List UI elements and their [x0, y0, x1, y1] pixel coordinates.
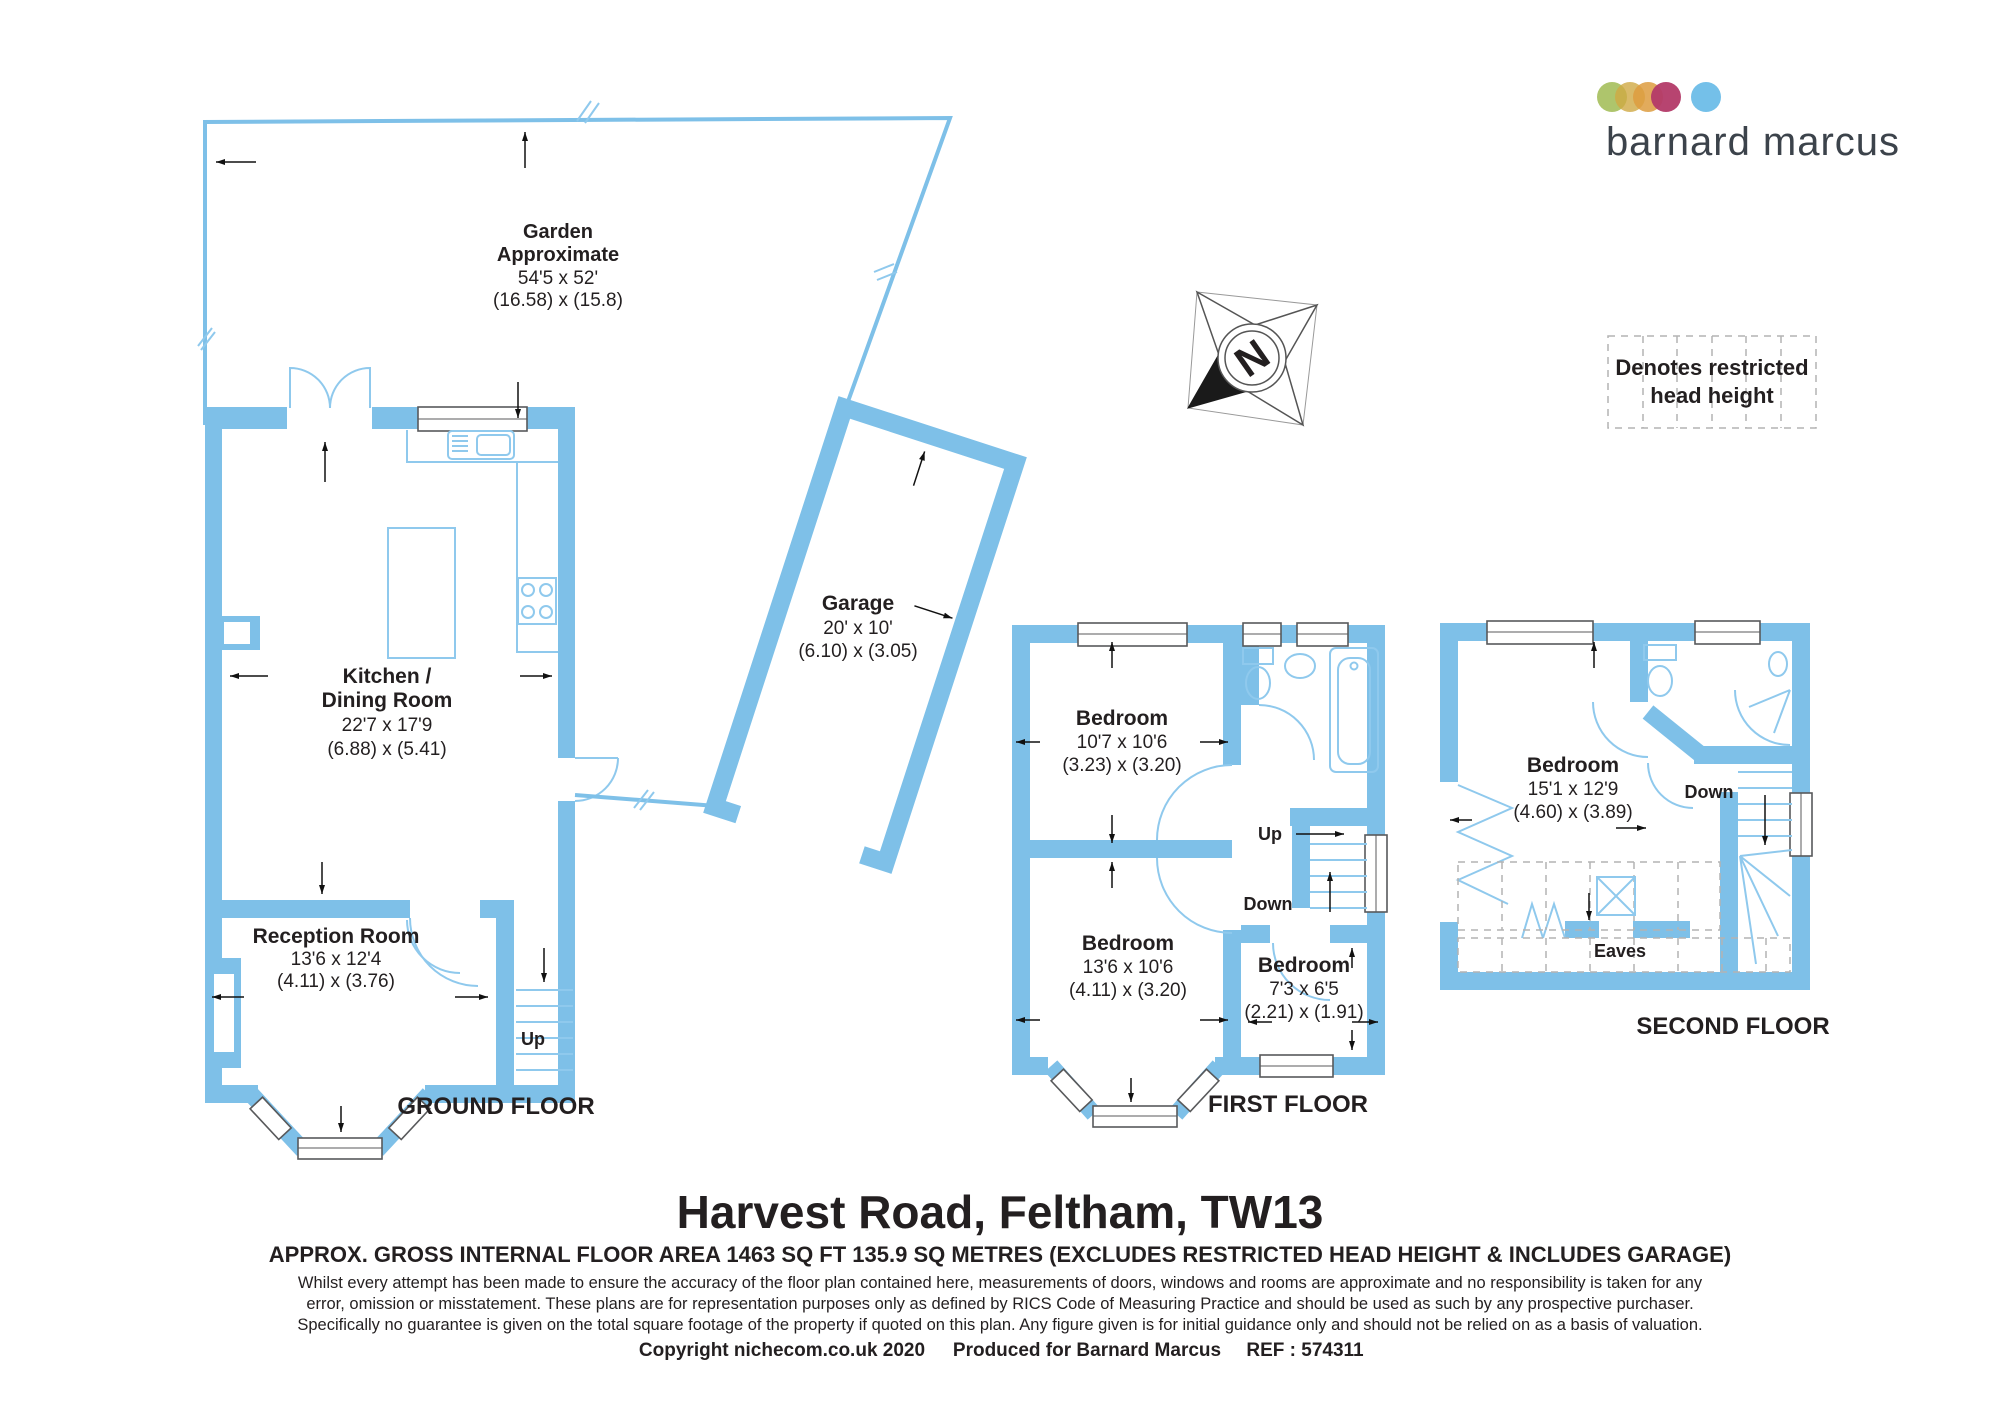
bay-window-ground: [248, 1096, 432, 1160]
bedroom1-name: Bedroom: [1076, 707, 1168, 730]
sf-shower: [1734, 689, 1791, 746]
bay-window-first: [1049, 1068, 1221, 1128]
ground-floor-plan: Up Kitchen / Dining Room 22'7 x 17'9 (6.…: [205, 366, 619, 1160]
garden-outline: Garden Approximate 54'5 x 52' (16.58) x …: [197, 100, 953, 425]
kitchen-label: Kitchen / Dining Room 22'7 x 17'9 (6.88)…: [322, 665, 453, 760]
second-floor-plan: Down Eaves Bedroom 15'1 x 12'9 (4.60) x …: [1438, 620, 1830, 1040]
bedroom3-name: Bedroom: [1258, 954, 1350, 977]
first-floor-stairs: Up Down: [1244, 824, 1367, 914]
stairs-down-label: Down: [1244, 894, 1293, 914]
garden-dims-imperial: 54'5 x 52': [518, 268, 598, 289]
restricted-head-height-legend: Denotes restricted head height: [1607, 335, 1817, 429]
legend-line2: head height: [1650, 383, 1774, 408]
bedroom1-dims: 10'7 x 10'6: [1077, 732, 1168, 753]
bedroom2-dims: 13'6 x 10'6: [1083, 957, 1174, 978]
page-title: Harvest Road, Feltham, TW13: [677, 1186, 1324, 1238]
kitchen-name-line2: Dining Room: [322, 689, 453, 712]
floor-area-line: APPROX. GROSS INTERNAL FLOOR AREA 1463 S…: [269, 1242, 1731, 1267]
footer: Harvest Road, Feltham, TW13 APPROX. GROS…: [269, 1186, 1731, 1361]
eaves-region: Eaves: [1457, 861, 1791, 973]
reception-door-arc: [406, 919, 461, 974]
hall-door-arc: [409, 917, 479, 987]
toilet: [1242, 647, 1274, 700]
side-door: [574, 757, 619, 802]
reception-name: Reception Room: [253, 925, 420, 948]
sf-stairs-down-label: Down: [1685, 782, 1734, 802]
sf-toilet: [1643, 644, 1677, 697]
sf-bedroom-dims-metric: (4.60) x (3.89): [1513, 802, 1632, 823]
bedroom3-dims-metric: (2.21) x (1.91): [1244, 1002, 1363, 1023]
reception-dims-metric: (4.11) x (3.76): [277, 971, 395, 992]
bedroom1-door-arc: [1156, 764, 1233, 841]
second-floor-label: SECOND FLOOR: [1636, 1013, 1829, 1040]
kitchen-dims: 22'7 x 17'9: [342, 715, 433, 736]
first-bedroom2-label: Bedroom 13'6 x 10'6 (4.11) x (3.20): [1069, 932, 1187, 1001]
kitchen-sink: [447, 430, 515, 460]
first-bedroom1-label: Bedroom 10'7 x 10'6 (3.23) x (3.20): [1062, 707, 1181, 776]
ref-number: REF : 574311: [1246, 1340, 1364, 1361]
bath: [1329, 647, 1379, 773]
kitchen-dims-metric: (6.88) x (5.41): [327, 739, 446, 760]
garage-name: Garage: [822, 592, 894, 615]
bedroom1-dims-metric: (3.23) x (3.20): [1062, 755, 1181, 776]
sf-bedroom-name: Bedroom: [1527, 754, 1619, 777]
second-floor-windows: [1486, 620, 1813, 857]
first-floor-plan: Up Down Bedroom 10'7 x 10'6 (3.23) x (3.…: [1012, 622, 1388, 1128]
ground-floor-label: GROUND FLOOR: [397, 1093, 594, 1120]
kitchen-island: [387, 527, 456, 659]
disclaimer-line3: Specifically no guarantee is given on th…: [297, 1316, 1702, 1334]
compass: N: [1186, 290, 1319, 427]
bathroom-door-arc: [1258, 704, 1315, 761]
copyright-text: Copyright nichecom.co.uk 2020: [639, 1340, 925, 1361]
reception-label: Reception Room 13'6 x 12'4 (4.11) x (3.7…: [253, 925, 420, 992]
bedroom2-name: Bedroom: [1082, 932, 1174, 955]
bedroom3-door-arc: [1272, 942, 1331, 1001]
bedroom2-dims-metric: (4.11) x (3.20): [1069, 980, 1187, 1001]
ground-stairs-label: Up: [521, 1029, 545, 1049]
first-floor-windows: [1077, 622, 1388, 1078]
bedroom3-dims: 7'3 x 6'5: [1269, 979, 1339, 1000]
basin: [1284, 653, 1316, 679]
garage-dims-metric: (6.10) x (3.05): [798, 641, 917, 662]
legend-line1: Denotes restricted: [1615, 355, 1808, 380]
sf-landing-door-arc: [1647, 762, 1694, 809]
disclaimer-line1: Whilst every attempt has been made to en…: [298, 1274, 1703, 1292]
garden-name-line2: Approximate: [497, 244, 619, 266]
first-bedroom3-label: Bedroom 7'3 x 6'5 (2.21) x (1.91): [1244, 954, 1363, 1023]
garage-label: Garage 20' x 10' (6.10) x (3.05): [798, 592, 917, 662]
bedroom2-door-arc: [1156, 857, 1233, 934]
kitchen-hob: [517, 577, 557, 625]
kitchen-window: [417, 406, 528, 432]
garden-name: Garden: [523, 221, 593, 243]
wardrobe-zigzag: [1455, 784, 1515, 905]
barnard-marcus-logo: barnard marcus: [1597, 82, 1900, 164]
eaves-label: Eaves: [1594, 941, 1646, 961]
garden-dims-metric: (16.58) x (15.8): [493, 290, 623, 311]
kitchen-counter: [387, 430, 558, 659]
sf-bathroom-door-arc: [1592, 701, 1649, 758]
french-doors: [287, 366, 372, 430]
reception-dims: 13'6 x 12'4: [291, 949, 382, 970]
logo-wordmark: barnard marcus: [1606, 120, 1900, 164]
first-floor-label: FIRST FLOOR: [1208, 1091, 1368, 1118]
ground-stairs: Up: [516, 948, 573, 1071]
produced-for-text: Produced for Barnard Marcus: [953, 1340, 1221, 1361]
sf-basin: [1768, 651, 1788, 677]
garage-plan: Garage 20' x 10' (6.10) x (3.05): [574, 396, 1027, 874]
sf-bedroom-dims: 15'1 x 12'9: [1528, 779, 1619, 800]
second-floor-stairs: Down: [1685, 771, 1793, 965]
garage-dims: 20' x 10': [823, 618, 893, 639]
disclaimer-line2: error, omission or misstatement. These p…: [306, 1295, 1693, 1313]
logo-dots-icon: [1597, 82, 1721, 112]
second-bedroom-label: Bedroom 15'1 x 12'9 (4.60) x (3.89): [1513, 754, 1632, 823]
stairs-up-label: Up: [1258, 824, 1282, 844]
kitchen-name: Kitchen /: [343, 665, 432, 688]
garden-label: Garden Approximate 54'5 x 52' (16.58) x …: [493, 221, 623, 311]
eaves-door-folds: [1521, 900, 1566, 939]
